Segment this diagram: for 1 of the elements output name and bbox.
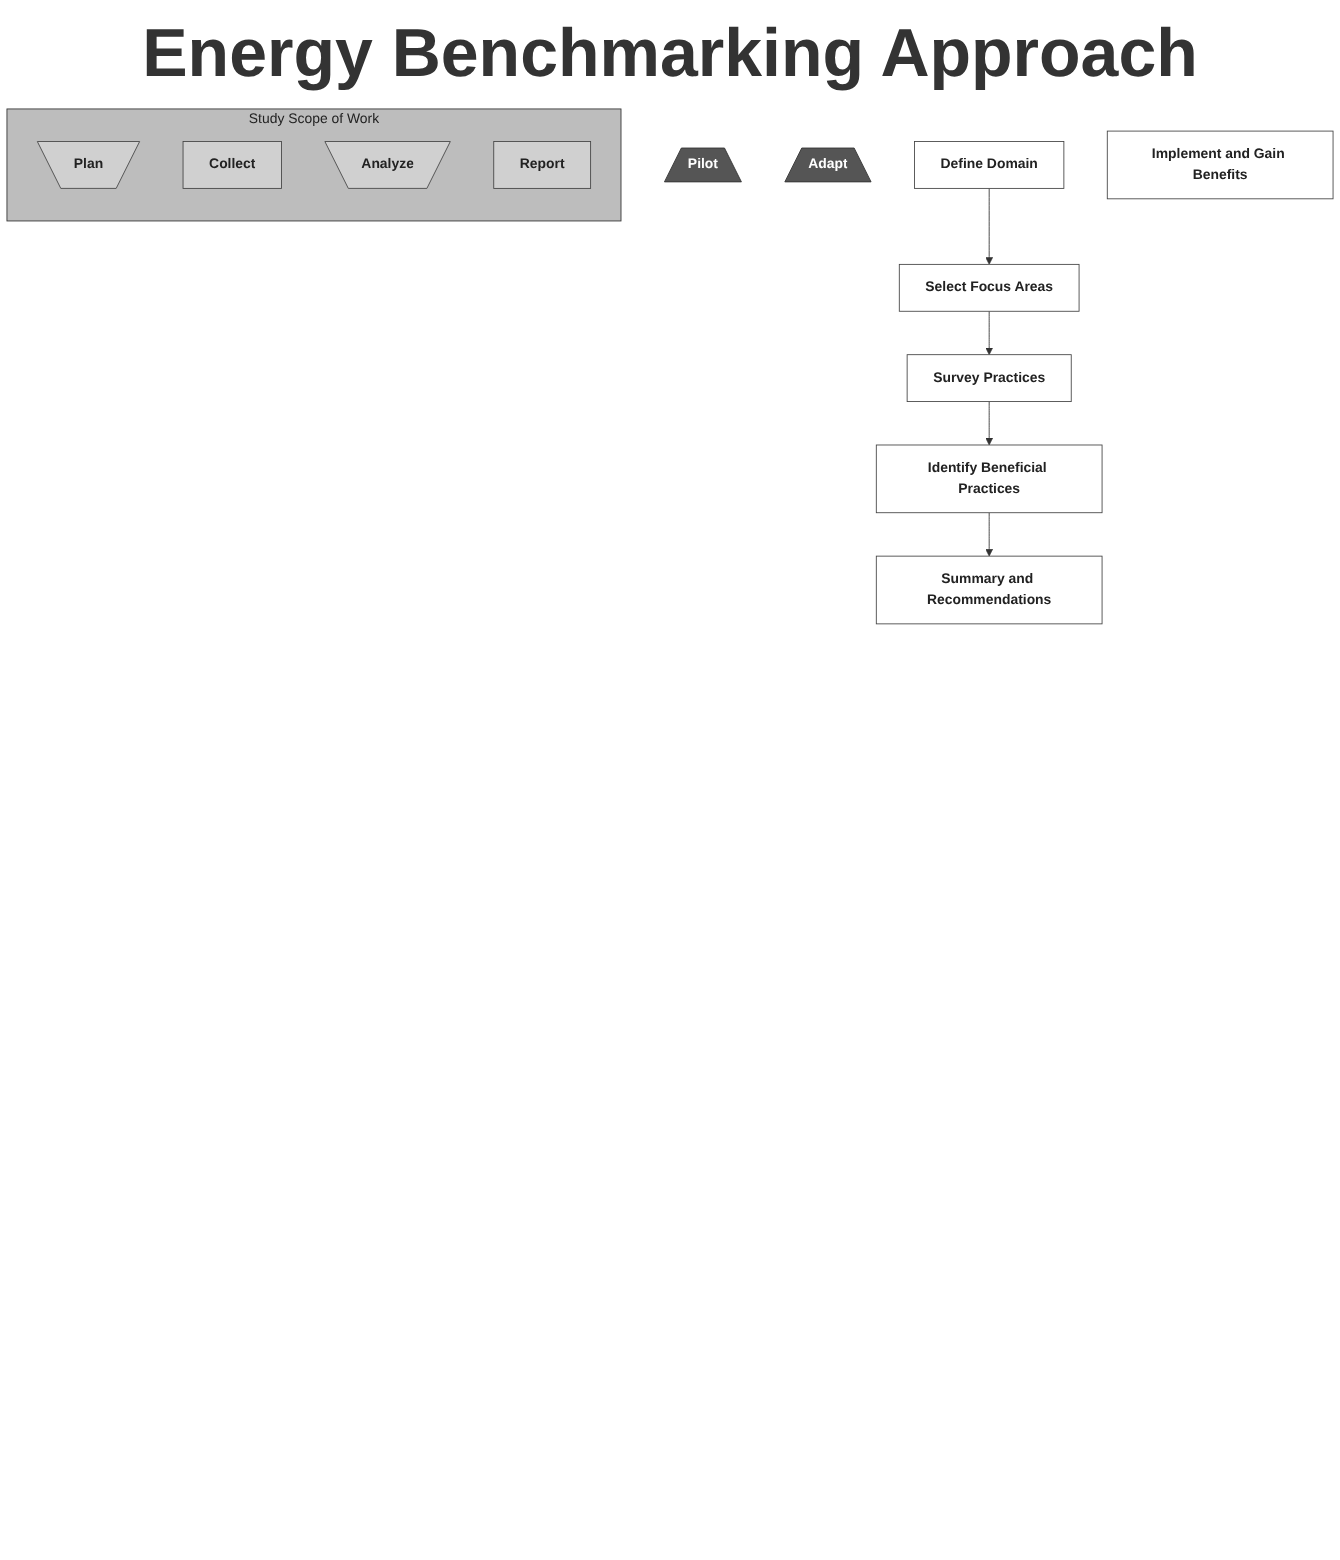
title: Energy Benchmarking Approach [140, 16, 1200, 94]
